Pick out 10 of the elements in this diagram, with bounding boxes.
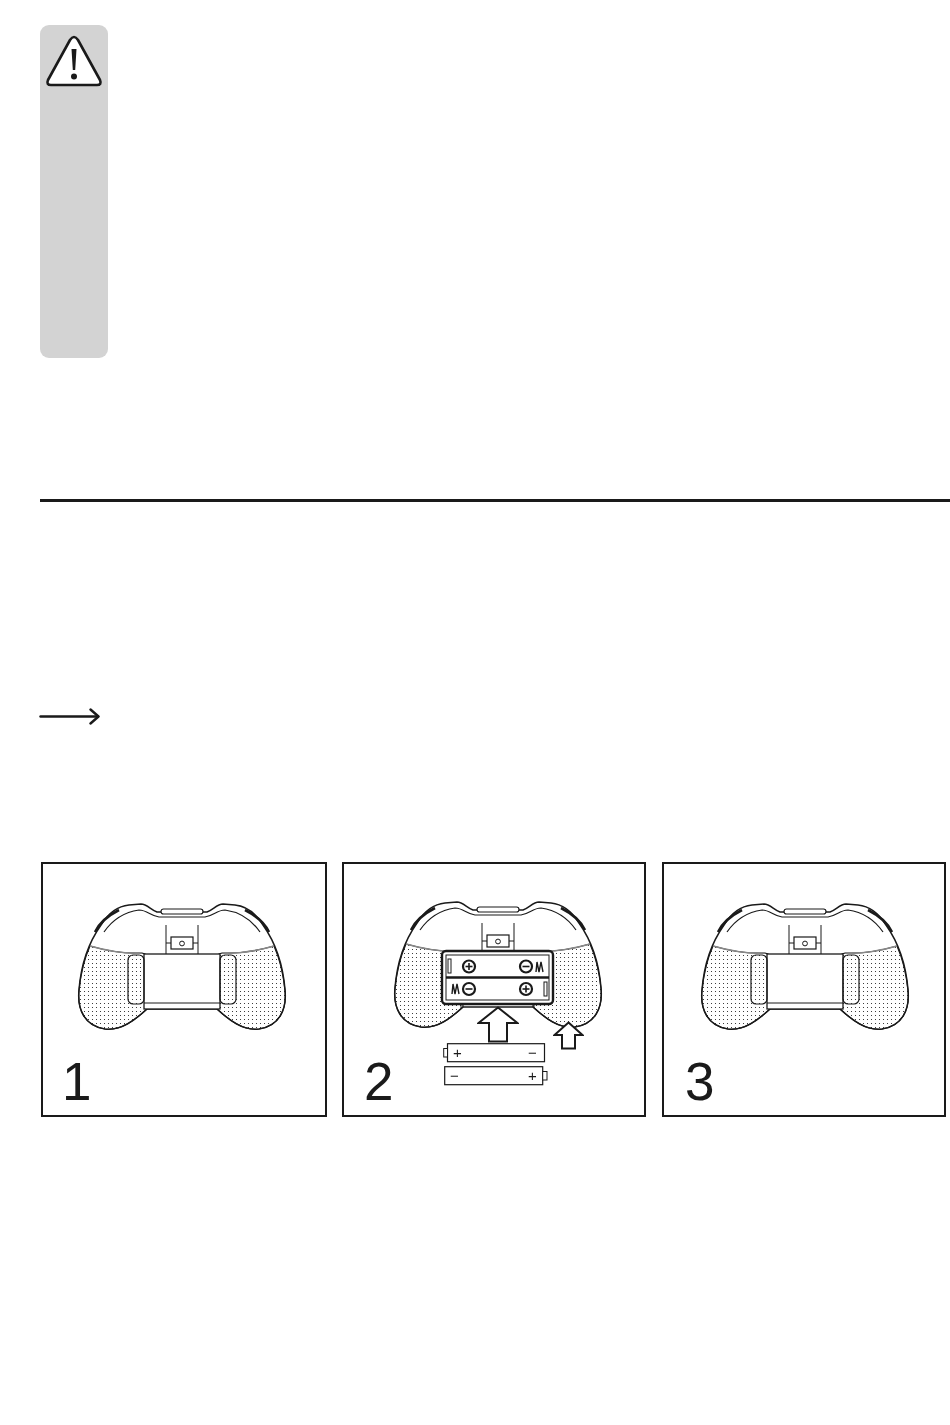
step-number: 3 bbox=[685, 1055, 715, 1108]
polarity-sign: − bbox=[528, 1045, 537, 1060]
figure-panel bbox=[662, 862, 946, 1117]
step-number: 1 bbox=[62, 1055, 92, 1108]
polarity-sign: − bbox=[450, 1068, 459, 1083]
step-number: 2 bbox=[364, 1055, 394, 1108]
polarity-sign: + bbox=[453, 1045, 462, 1060]
figure-panel bbox=[41, 862, 327, 1117]
figure-panel bbox=[342, 862, 646, 1117]
polarity-sign: + bbox=[528, 1068, 537, 1083]
